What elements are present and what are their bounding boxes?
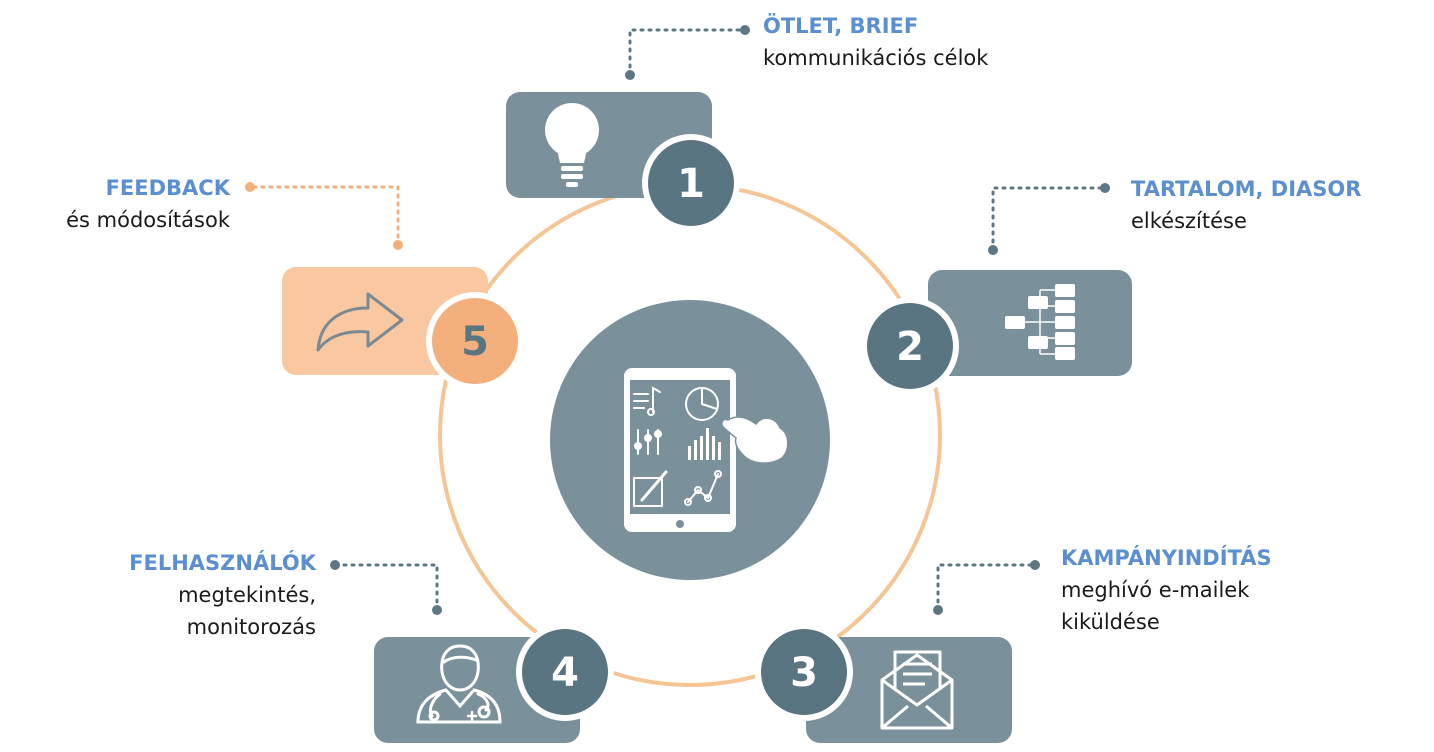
step-2: 2 xyxy=(861,183,1132,395)
center-circle xyxy=(550,300,830,580)
step-2-subtitle: elkészítése xyxy=(1131,209,1247,233)
step-3-title: KAMPÁNYINDÍTÁS xyxy=(1061,546,1272,570)
doctor-icon xyxy=(416,644,502,724)
step-1-label: ÖTLET, BRIEF kommunikációs célok xyxy=(763,10,988,74)
step-3-subtitle-line-1: meghívó e-mailek xyxy=(1061,578,1250,602)
step-5-subtitle: és módosítások xyxy=(66,208,230,232)
step-3-connector xyxy=(936,563,1037,612)
step-2-card xyxy=(928,270,1132,376)
step-4: 4 xyxy=(330,560,614,743)
step-3-label: KAMPÁNYINDÍTÁS meghívó e-mailek kiküldés… xyxy=(1061,542,1272,638)
step-3-number: 3 xyxy=(790,650,818,696)
step-2-title: TARTALOM, DIASOR xyxy=(1131,177,1362,201)
sitemap-icon xyxy=(1005,284,1075,360)
step-1: 1 xyxy=(506,25,750,232)
step-4-subtitle-line-2: monitorozás xyxy=(186,615,316,639)
step-1-title: ÖTLET, BRIEF xyxy=(763,14,919,38)
share-arrow-icon xyxy=(316,292,404,352)
step-5-number: 5 xyxy=(461,319,489,365)
step-5: 5 xyxy=(245,182,524,390)
step-1-connector xyxy=(628,28,747,77)
step-4-title: FELHASZNÁLÓK xyxy=(129,551,316,575)
step-4-label: FELHASZNÁLÓK megtekintés, monitorozás xyxy=(129,547,316,643)
tablet-touch-icon xyxy=(624,368,789,532)
step-3: 3 xyxy=(755,560,1040,743)
step-2-number: 2 xyxy=(896,324,924,370)
lightbulb-icon xyxy=(545,103,599,187)
step-3-card xyxy=(806,637,1012,743)
step-4-subtitle-line-1: megtekintés, xyxy=(178,583,316,607)
step-5-label: FEEDBACK és módosítások xyxy=(66,172,230,236)
step-1-subtitle: kommunikációs célok xyxy=(763,46,989,70)
step-5-connector xyxy=(248,185,400,247)
envelope-icon xyxy=(880,650,954,730)
step-4-connector xyxy=(333,563,439,612)
step-2-connector xyxy=(991,186,1107,252)
step-3-subtitle-line-2: kiküldése xyxy=(1061,610,1160,634)
step-2-label: TARTALOM, DIASOR elkészítése xyxy=(1131,173,1361,237)
step-1-number: 1 xyxy=(677,161,705,207)
step-5-title: FEEDBACK xyxy=(105,176,230,200)
step-4-number: 4 xyxy=(551,650,579,696)
